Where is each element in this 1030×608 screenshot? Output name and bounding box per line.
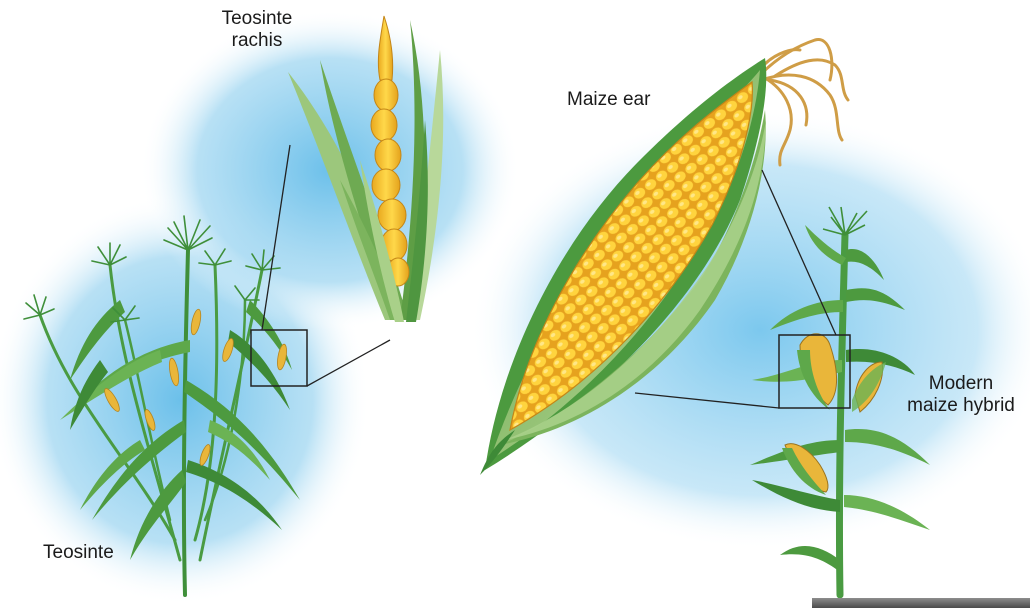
teosinte-label: Teosinte xyxy=(43,542,114,564)
teosinte-rachis-label-line1: Teosinte xyxy=(212,8,302,30)
modern-maize-label-line2: maize hybrid xyxy=(898,395,1024,417)
maize-ear-label: Maize ear xyxy=(567,89,650,111)
teosinte-rachis-label-line2: rachis xyxy=(212,30,302,52)
modern-maize-label: Modern maize hybrid xyxy=(898,373,1024,417)
corner-bar xyxy=(812,598,1030,608)
modern-maize-label-line1: Modern xyxy=(898,373,1024,395)
teosinte-rachis-label: Teosinte rachis xyxy=(212,8,302,52)
